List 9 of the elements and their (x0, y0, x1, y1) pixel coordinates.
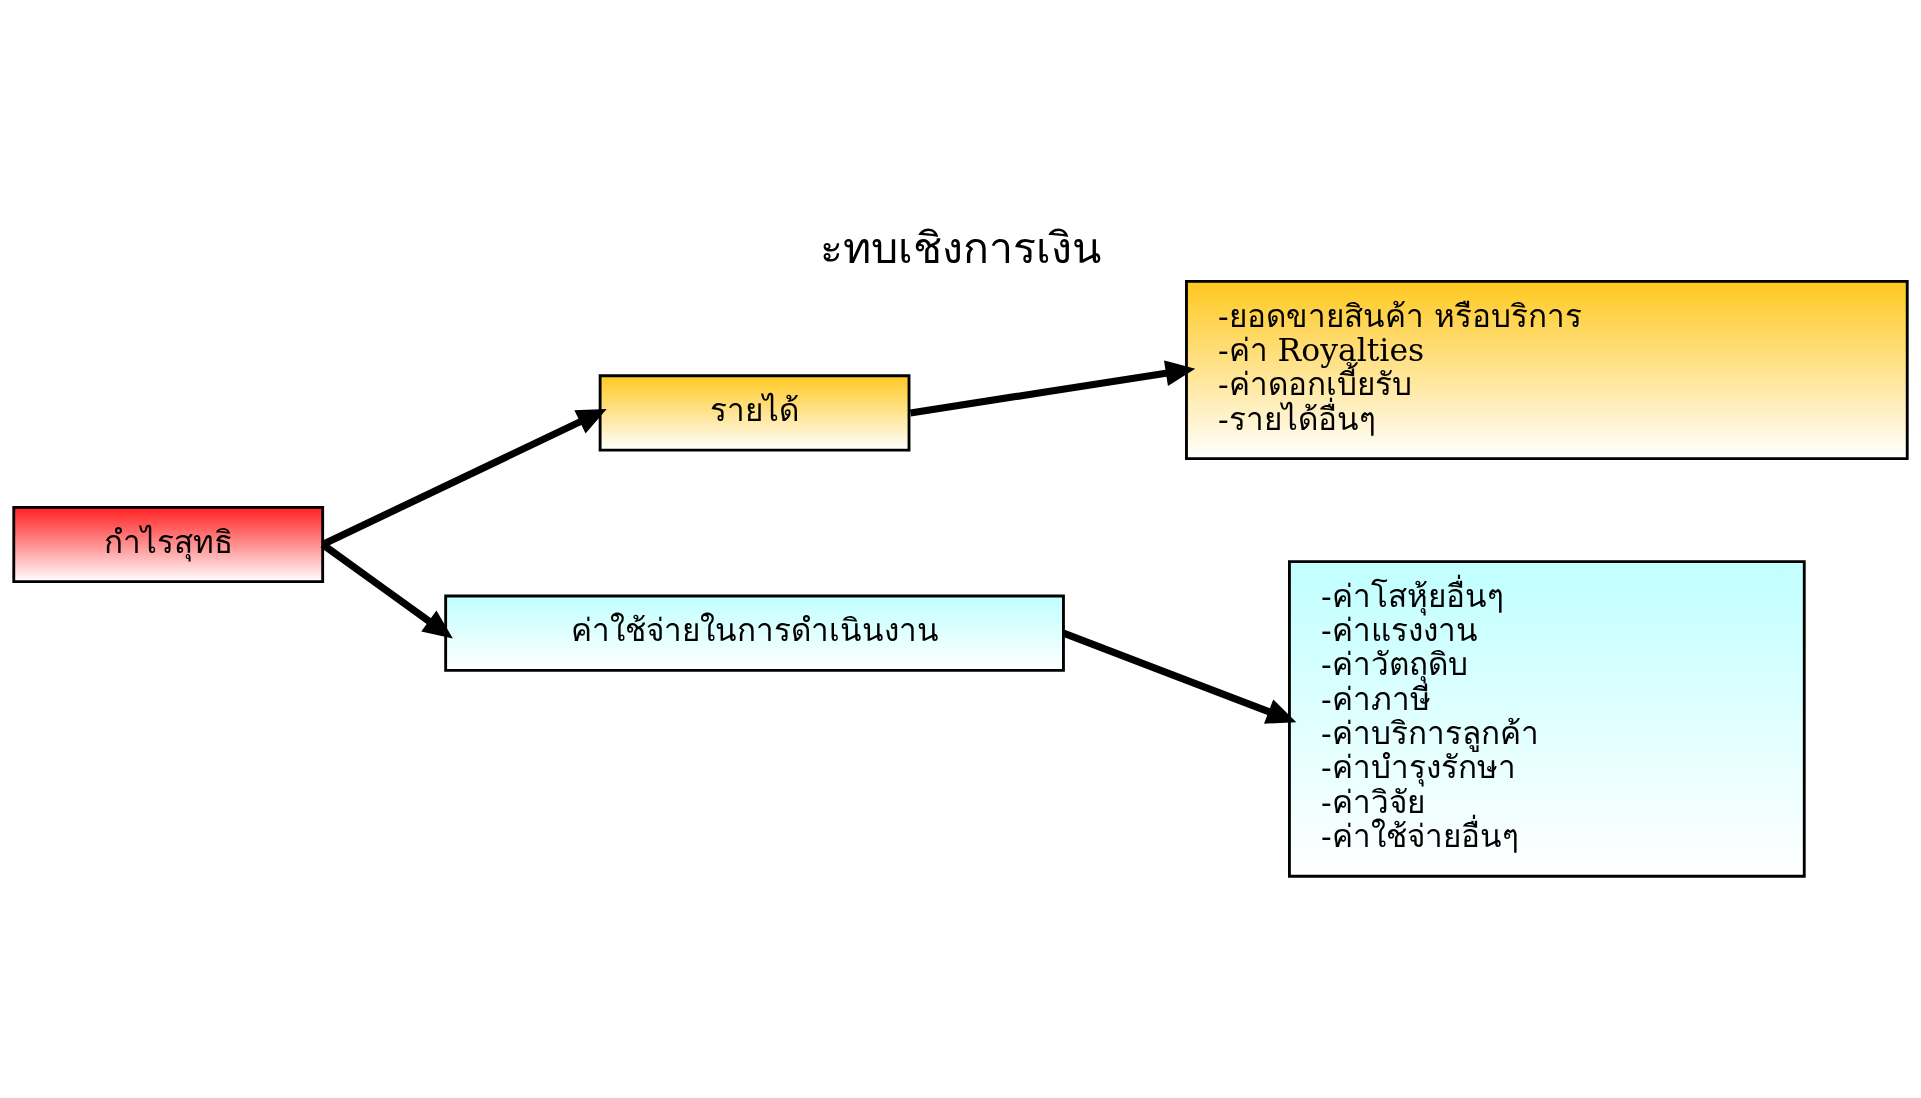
node-box: -ค่าโสหุ้ยอื่นๆ -ค่าแรงงาน -ค่าวัตถุดิบ -ค่าภาษี -ค่าบริการลูกค้า -ค่าบำรุงรักษา -ค่าวิจัย -ค่าใช้จ่ายอื่นๆ (1288, 559, 1806, 878)
node-box: -ยอดขายสินค้า หรือบริการ -ค่า Royalties -ค่าดอกเบี้ยรับ -รายได้อื่นๆ (1185, 279, 1909, 460)
diagram-title: ะทบเชิงการเงิน (820, 222, 1101, 273)
arrow (1062, 629, 1297, 724)
arrow (909, 359, 1196, 416)
node-box: รายได้ (598, 373, 911, 452)
node-box: ค่าใช้จ่ายในการดำเนินงาน (444, 594, 1065, 672)
node-box: กำไรสุทธิ (12, 505, 325, 583)
arrow (321, 408, 607, 548)
